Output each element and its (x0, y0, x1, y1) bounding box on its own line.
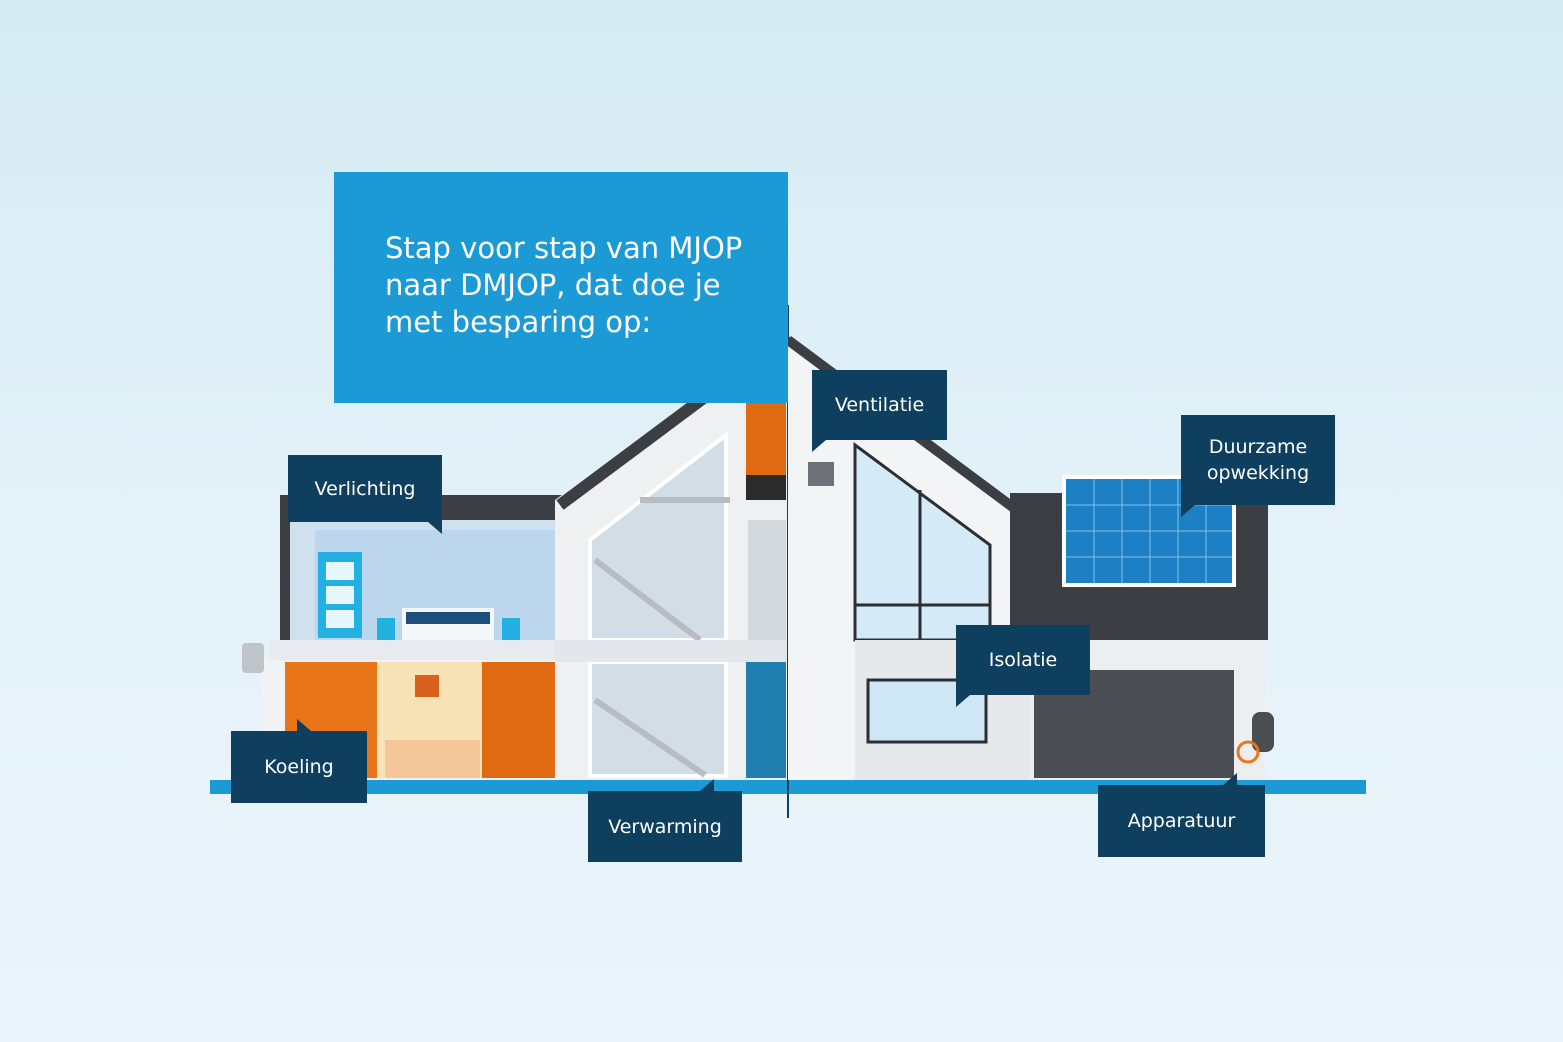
label-text: Verwarming (608, 815, 722, 838)
label-text: Duurzame (1208, 436, 1308, 458)
title-line: Stap voor stap van MJOP (385, 231, 743, 265)
label-text: Isolatie (988, 649, 1058, 671)
label-text: opwekking (1206, 462, 1310, 484)
label-text: Verlichting (314, 477, 416, 500)
title-box: Stap voor stap van MJOP naar DMJOP, dat … (334, 172, 788, 403)
label-isolatie[interactable]: Isolatie (956, 625, 1090, 707)
label-ventilatie[interactable]: Ventilatie (812, 370, 947, 452)
title-line: naar DMJOP, dat doe je (385, 268, 721, 302)
center-section (555, 305, 792, 818)
label-duurzame-opwekking[interactable]: Duurzame opwekking (1181, 415, 1335, 517)
label-text: Koeling (264, 756, 334, 778)
label-verlichting[interactable]: Verlichting (288, 455, 442, 534)
left-wing (242, 495, 570, 780)
label-verwarming[interactable]: Verwarming (588, 779, 742, 862)
label-apparatuur[interactable]: Apparatuur (1098, 773, 1265, 857)
title-line: met besparing op: (385, 305, 652, 339)
label-text: Ventilatie (834, 394, 925, 416)
label-text: Apparatuur (1127, 810, 1236, 832)
label-koeling[interactable]: Koeling (231, 719, 367, 803)
